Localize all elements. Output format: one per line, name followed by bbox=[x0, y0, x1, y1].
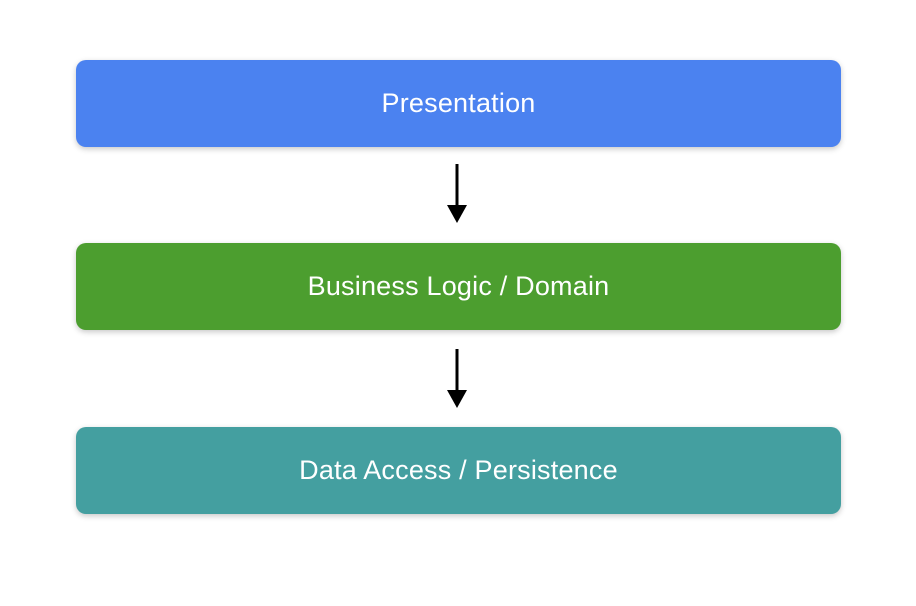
layer-node-data-access: Data Access / Persistence bbox=[76, 427, 841, 514]
layer-label-presentation: Presentation bbox=[381, 88, 536, 118]
layer-label-data-access: Data Access / Persistence bbox=[299, 455, 618, 485]
layer-node-business-logic: Business Logic / Domain bbox=[76, 243, 841, 330]
down-arrow-icon bbox=[447, 349, 467, 408]
down-arrow-icon bbox=[447, 164, 467, 223]
layer-label-business-logic: Business Logic / Domain bbox=[307, 271, 610, 301]
layer-node-presentation: Presentation bbox=[76, 60, 841, 147]
